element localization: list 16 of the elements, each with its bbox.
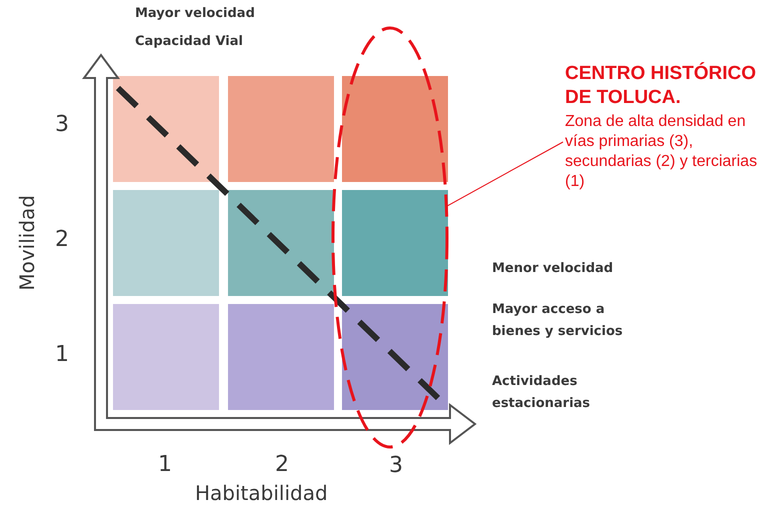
annotation-heading: CENTRO HISTÓRICO DE TOLUCA. xyxy=(565,62,758,110)
axis-note: Mayor velocidad xyxy=(135,5,255,23)
leader-line xyxy=(446,142,564,207)
axis-title: Movilidad xyxy=(16,195,38,291)
tick-label: 3 xyxy=(389,453,403,479)
axis-note: Mayor acceso a bienes y servicios xyxy=(492,301,624,341)
tick-label: 3 xyxy=(55,112,69,138)
tick-label: 2 xyxy=(275,452,289,478)
annotation-text: Zona de alta densidad en vías primarias (3), secundarias (2) y terciarias (1) xyxy=(565,112,758,192)
axis-note: Menor velocidad xyxy=(492,260,614,278)
axis-title: Habitabilidad xyxy=(195,482,328,504)
tick-label: 2 xyxy=(55,227,69,253)
axis-note: Capacidad Vial xyxy=(135,33,243,51)
tick-label: 1 xyxy=(55,342,69,368)
axis-note: Actividades estacionarias xyxy=(492,373,592,413)
tick-label: 1 xyxy=(158,452,172,478)
